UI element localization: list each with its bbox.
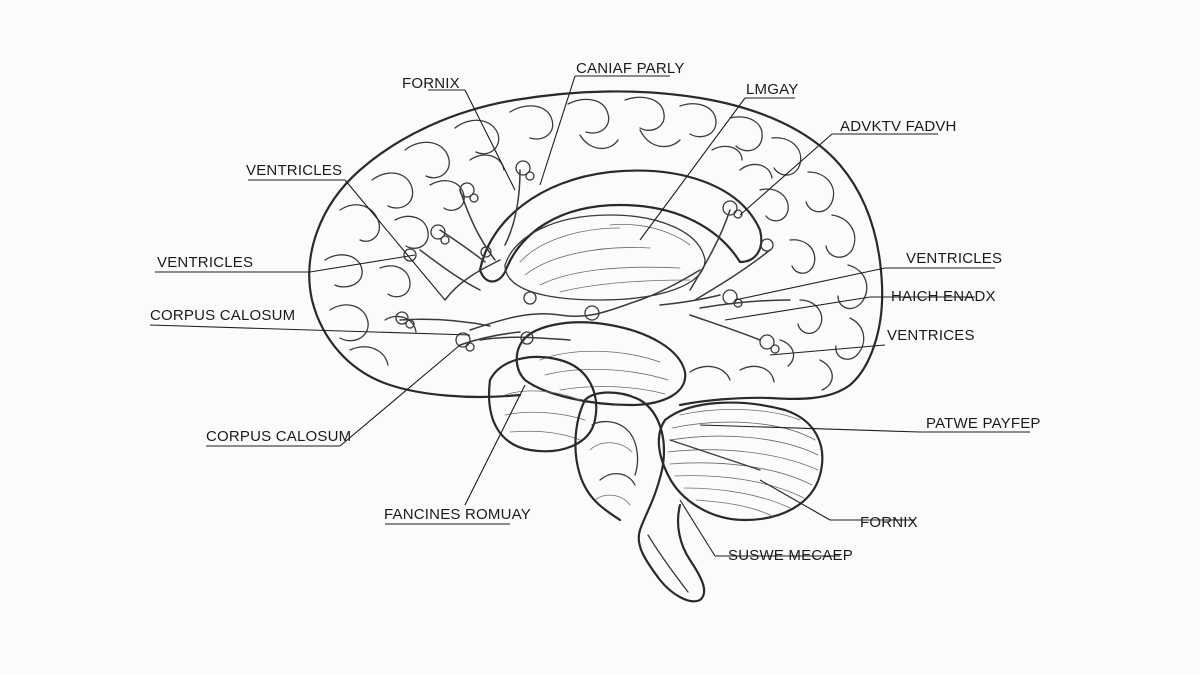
label-fancines-romuay: FANCINES ROMUAY [384, 506, 531, 523]
label-ventrices-right: VENTRICES [887, 327, 975, 344]
inner-structures [469, 169, 763, 453]
cortex-gyri [324, 96, 868, 391]
thalamus [515, 321, 687, 407]
label-corpus-calosum-lower: CORPUS CALOSUM [206, 428, 352, 445]
neuron-clusters [395, 160, 780, 354]
label-caniaf-parly: CANIAF PARLY [576, 60, 685, 77]
label-fornix-top: FORNIX [402, 75, 460, 92]
vessels [399, 169, 791, 346]
lateral-ventricle [504, 214, 706, 301]
label-haich-enadx: HAICH ENADX [891, 288, 996, 305]
label-advktv-fadvh: ADVKTV FADVH [840, 118, 957, 135]
cerebrum-outline [308, 90, 884, 407]
label-lmgay: LMGAY [746, 81, 799, 98]
label-ventricles-right: VENTRICLES [906, 250, 1003, 267]
label-ventricles-left: VENTRICLES [157, 254, 254, 271]
brainstem [574, 391, 706, 603]
temporal-lobe [487, 355, 598, 453]
label-fornix-bottom: FORNIX [860, 514, 918, 531]
leader-lines [149, 75, 1030, 557]
label-ventricles-upper-left: VENTRICLES [246, 162, 343, 179]
label-corpus-calosum-left: CORPUS CALOSUM [150, 307, 296, 324]
label-suswe-mecaep: SUSWE MECAEP [728, 547, 853, 564]
corpus-callosum [478, 169, 763, 283]
cerebellum [657, 401, 824, 522]
label-patwe-payfep: PATWE PAYFEP [926, 415, 1041, 432]
